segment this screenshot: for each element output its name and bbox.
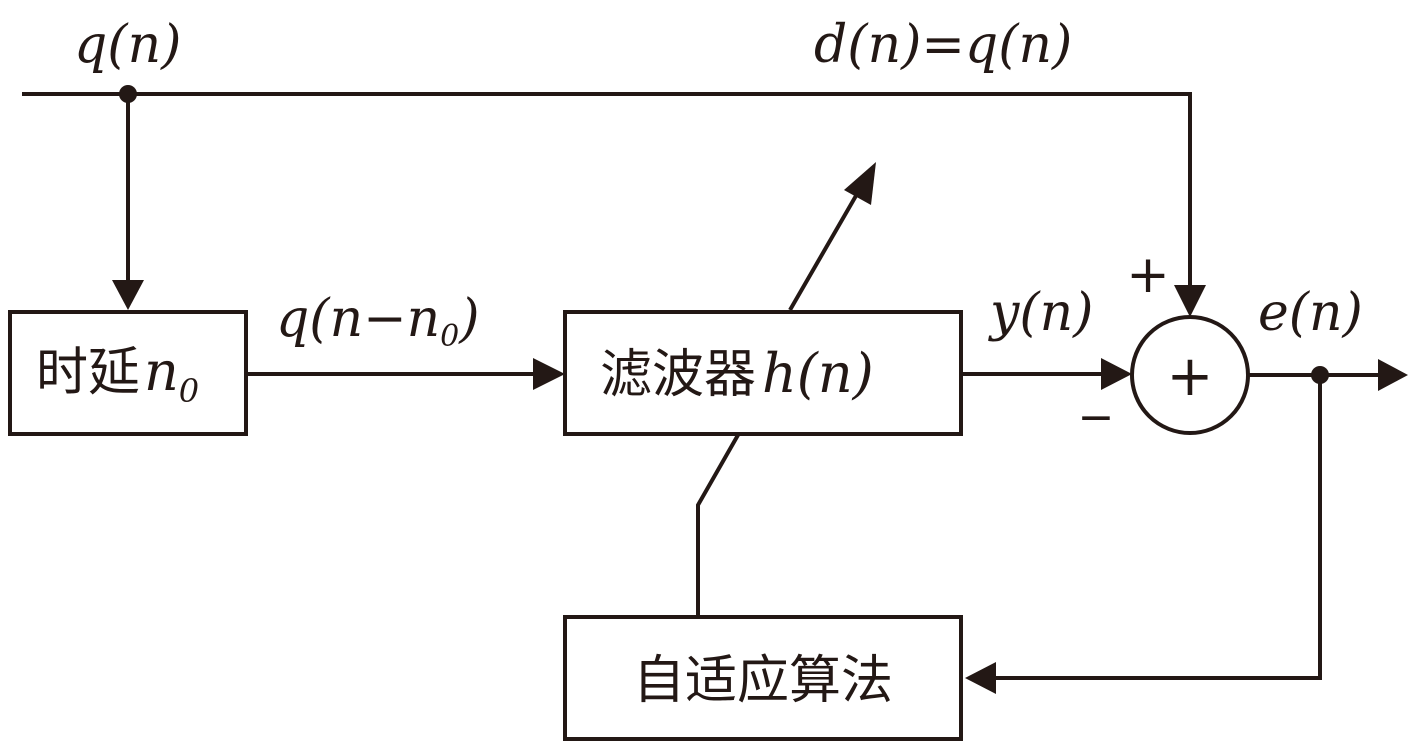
tuning-arrow-line [788,192,859,312]
input-signal-label: q(n) [74,15,181,75]
filter-output-label: y(n) [988,283,1093,343]
feedback-wire [990,375,1322,680]
error-junction-dot [1311,366,1329,384]
adaptation-wire [696,434,740,617]
arrow-to-summer-top [1174,285,1206,317]
arrow-to-filter [533,358,565,390]
error-signal-label: e(n) [1258,283,1363,343]
delay-block [8,310,248,436]
plus-sign-label: + [1126,245,1170,305]
minus-sign-label: − [1078,392,1115,443]
arrow-output [1378,359,1408,391]
arrow-to-summer-left [1101,358,1132,390]
desired-signal-label: d(n)=q(n) [814,15,1072,75]
arrow-to-delay [112,280,144,310]
summer-node [1130,315,1250,435]
summer-plus-symbol: + [1167,344,1214,409]
tuning-arrowhead [844,162,876,205]
input-junction-dot [119,85,137,103]
adaptive-algorithm-block [563,615,963,741]
adaptive-block-label: 自适应算法 [633,651,893,711]
filter-block [563,310,963,436]
delayed-signal-label: q(n−n0) [276,289,480,354]
arrow-to-adaptive [965,662,996,694]
delay-block-label: 时延n0 [36,340,199,410]
input-line [22,92,1192,290]
